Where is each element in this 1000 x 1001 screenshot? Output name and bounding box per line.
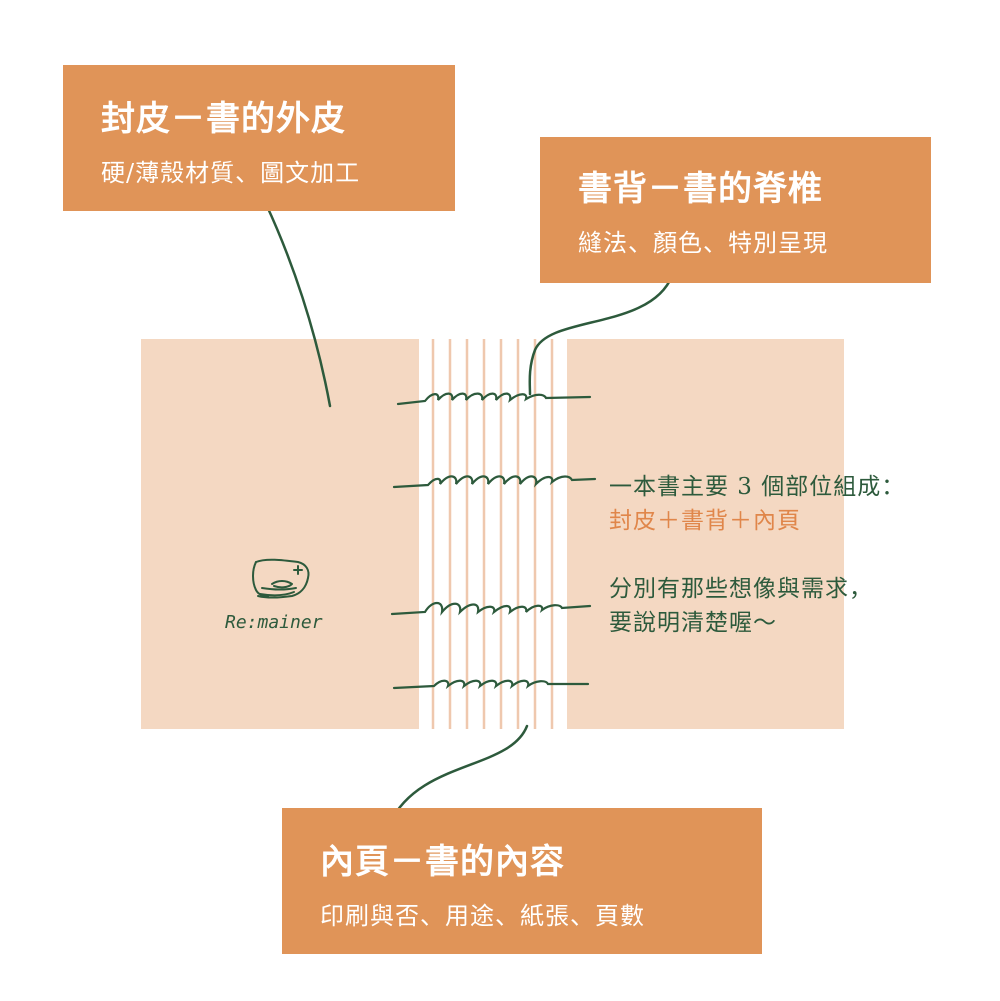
cover-panel: [141, 339, 419, 729]
pages-connector: [388, 724, 529, 825]
stitches: [390, 392, 597, 690]
pages-title: 內頁－書的內容: [320, 842, 565, 882]
note-line-2: 封皮＋書背＋內頁: [609, 508, 801, 534]
note-line-4: 要說明清楚喔～: [609, 610, 777, 636]
stitch-4: [392, 679, 590, 690]
spine-callout: 書背－書的脊椎 縫法、顏色、特別呈現: [540, 137, 931, 283]
note-summary: 一本書主要 3 個部位組成： 封皮＋書背＋內頁: [609, 470, 905, 538]
spine-lines: [431, 339, 554, 729]
note-line-1: 一本書主要 3 個部位組成：: [609, 474, 906, 500]
cover-connector: [264, 202, 332, 408]
pages-subtitle: 印刷與否、用途、紙張、頁數: [320, 902, 645, 930]
remainer-logo: Re:mainer: [222, 548, 342, 648]
cover-callout: 封皮－書的外皮 硬/薄殼材質、圖文加工: [63, 65, 455, 211]
spine-title: 書背－書的脊椎: [578, 169, 823, 209]
cover-subtitle: 硬/薄殼材質、圖文加工: [101, 159, 361, 187]
note-line-3: 分別有那些想像與需求，: [609, 576, 873, 602]
book-sketch-icon: [252, 558, 310, 599]
note-reminder: 分別有那些想像與需求， 要說明清楚喔～: [609, 572, 873, 640]
pages-callout: 內頁－書的內容 印刷與否、用途、紙張、頁數: [282, 808, 762, 954]
stitch-1: [396, 392, 592, 406]
spine-connector: [528, 274, 674, 396]
cover-title: 封皮－書的外皮: [101, 99, 346, 139]
inner-pages-panel: [567, 339, 844, 729]
connector-lines: [264, 202, 674, 825]
logo-text: Re:mainer: [225, 612, 323, 633]
stitch-3: [390, 601, 592, 616]
spine-subtitle: 縫法、顏色、特別呈現: [578, 229, 828, 257]
stitch-2: [392, 475, 597, 489]
